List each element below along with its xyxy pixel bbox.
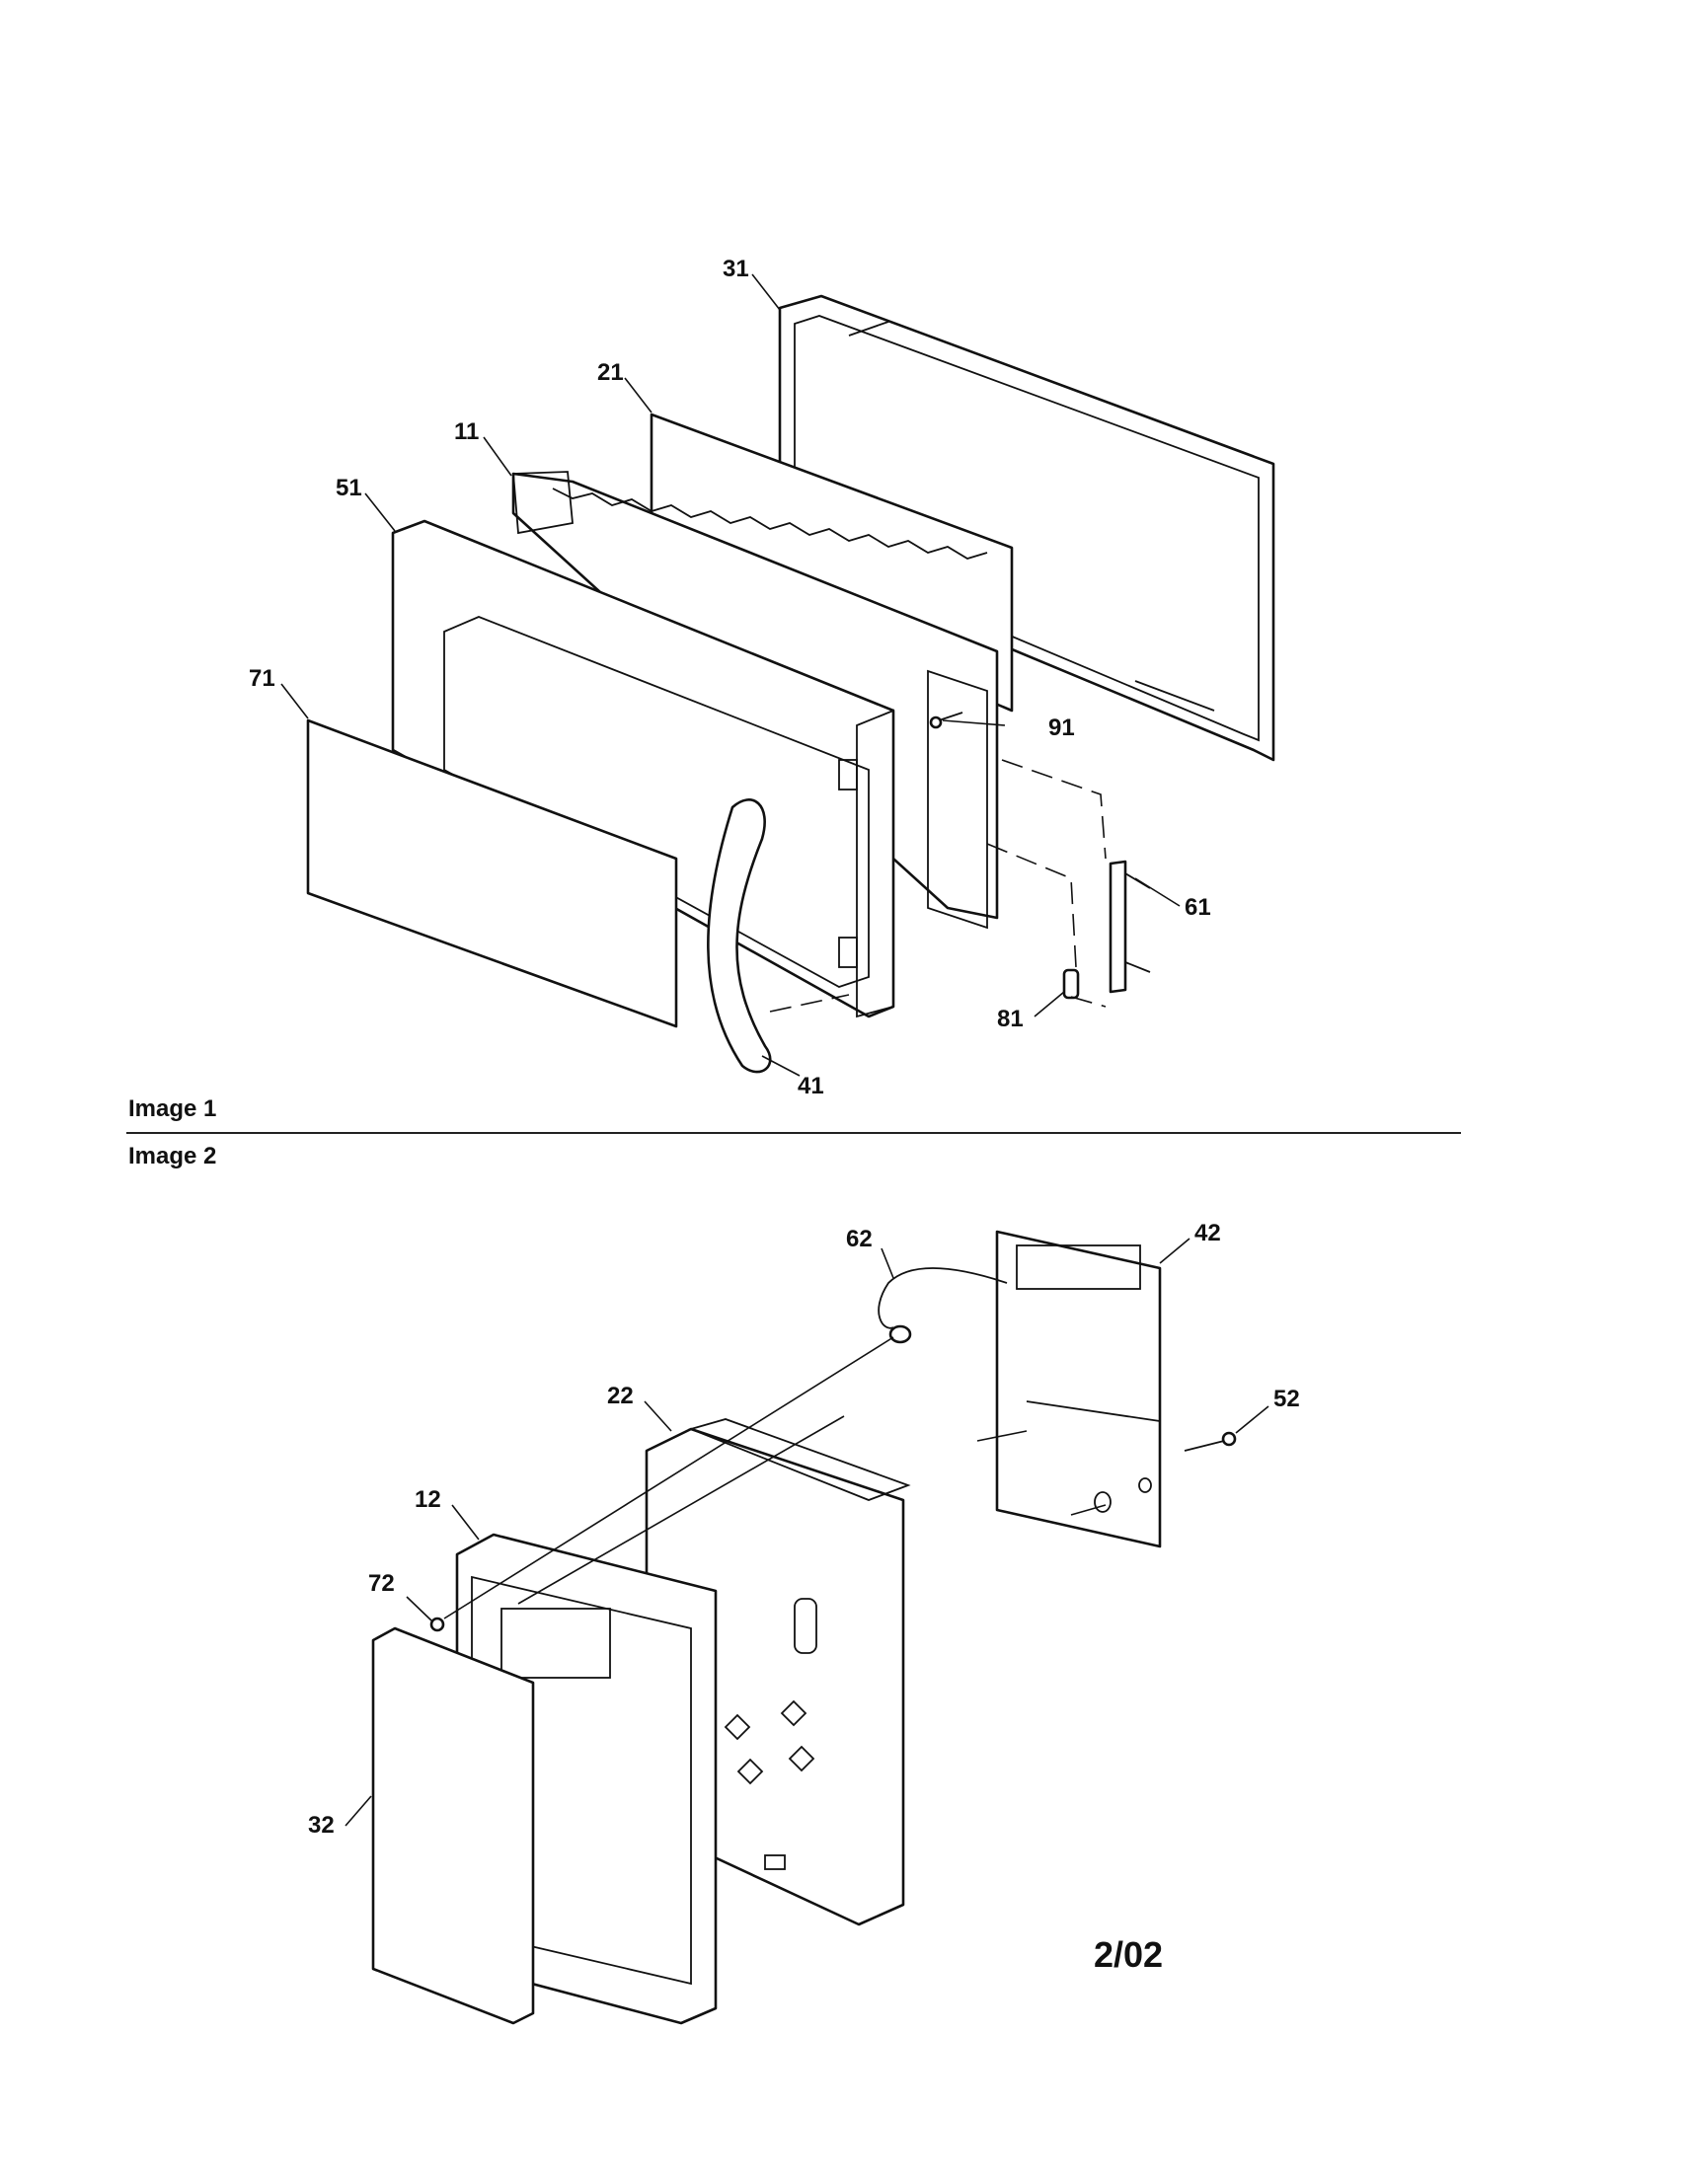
image-1-callouts: 31 21 11 51 71 91 61 81 41	[249, 256, 1211, 1099]
callout-21: 21	[597, 359, 624, 386]
revision-date: 2/02	[1094, 1934, 1164, 1975]
callout-72: 72	[368, 1570, 395, 1597]
part-42-circuit-board	[995, 1230, 1162, 1548]
callout-52: 52	[1273, 1386, 1300, 1412]
image-1-drawing	[306, 294, 1275, 1074]
image-2-callouts: 62 42 22 52 12 72 32	[308, 1220, 1300, 1839]
part-52-screw	[1184, 1431, 1237, 1452]
section-divider	[126, 1132, 1461, 1134]
part-71-outer-glass	[306, 718, 678, 1028]
image-2-caption: Image 2	[128, 1143, 217, 1169]
part-32-keypad-overlay	[371, 1626, 535, 2025]
callout-42: 42	[1194, 1220, 1221, 1246]
callout-91: 91	[1048, 715, 1075, 741]
part-81-spring	[1062, 968, 1080, 1000]
callout-11: 11	[454, 418, 479, 445]
part-91-screw	[929, 712, 963, 729]
part-62-ground-wire	[878, 1267, 1008, 1344]
callout-51: 51	[336, 475, 362, 501]
part-72-screw	[429, 1617, 445, 1632]
callout-12: 12	[415, 1486, 441, 1513]
callout-31: 31	[723, 256, 749, 282]
callout-22: 22	[607, 1383, 634, 1409]
callout-41: 41	[798, 1073, 824, 1099]
callout-81: 81	[997, 1006, 1024, 1032]
callout-61: 61	[1185, 894, 1211, 921]
part-41-handle	[707, 798, 772, 1074]
callout-32: 32	[308, 1812, 335, 1839]
callout-71: 71	[249, 665, 275, 692]
callout-62: 62	[846, 1226, 873, 1252]
image-2-drawing	[371, 1230, 1237, 2025]
part-61-latch	[1109, 860, 1151, 994]
part-51-door-body	[391, 519, 895, 1018]
image-1-caption: Image 1	[128, 1095, 217, 1122]
